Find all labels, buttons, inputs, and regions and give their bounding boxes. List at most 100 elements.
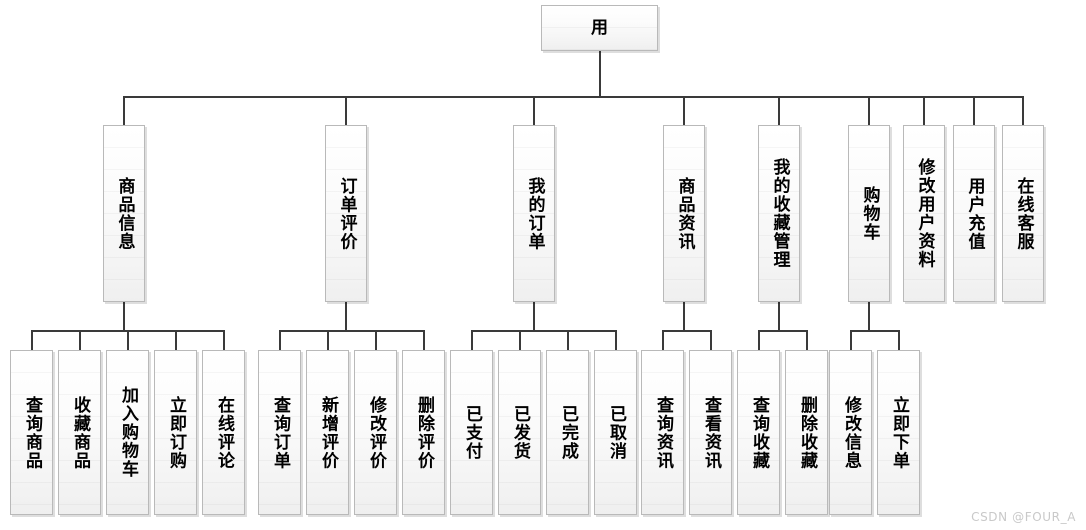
level2-node-2[interactable]: 我的订单	[513, 125, 555, 302]
connector-vertical	[599, 51, 601, 96]
connector-vertical	[327, 330, 329, 350]
connector-vertical	[778, 96, 780, 125]
level3-node-2[interactable]: 加入购物车	[106, 350, 149, 515]
connector-vertical	[615, 330, 617, 350]
connector-vertical	[973, 96, 975, 125]
connector-vertical	[127, 330, 129, 350]
connector-vertical	[868, 302, 870, 330]
node-label: 已完成	[558, 404, 578, 461]
level2-node-7[interactable]: 用户充值	[953, 125, 995, 302]
connector-vertical	[79, 330, 81, 350]
node-label: 我的订单	[524, 176, 545, 251]
node-label: 订单评价	[336, 176, 357, 251]
connector-vertical	[898, 330, 900, 350]
connector-horizontal	[850, 330, 898, 332]
node-label: 在线客服	[1013, 176, 1034, 251]
node-label: 查询订单	[270, 395, 290, 470]
node-label: 已支付	[462, 404, 482, 461]
connector-vertical	[345, 96, 347, 125]
level2-node-3[interactable]: 商品资讯	[663, 125, 705, 302]
node-label: 修改信息	[841, 395, 861, 470]
node-label: 查询收藏	[749, 395, 769, 470]
connector-vertical	[683, 302, 685, 330]
level2-node-4[interactable]: 我的收藏管理	[758, 125, 800, 302]
level3-node-1[interactable]: 收藏商品	[58, 350, 101, 515]
connector-vertical	[123, 302, 125, 330]
node-label: 已取消	[606, 404, 626, 461]
node-label: 商品资讯	[674, 176, 695, 251]
level3-node-15[interactable]: 查询收藏	[737, 350, 780, 515]
node-label: 在线评论	[214, 395, 234, 470]
level2-node-6[interactable]: 修改用户资料	[903, 125, 945, 302]
connector-vertical	[868, 96, 870, 125]
level3-node-17[interactable]: 修改信息	[829, 350, 872, 515]
connector-vertical	[471, 330, 473, 350]
node-label: 用户充值	[964, 176, 985, 251]
connector-vertical	[423, 330, 425, 350]
node-label: 查看资讯	[701, 395, 721, 470]
connector-vertical	[31, 330, 33, 350]
level3-node-11[interactable]: 已完成	[546, 350, 589, 515]
watermark-label: CSDN @FOUR_A	[971, 510, 1076, 524]
connector-vertical	[533, 96, 535, 125]
root-node[interactable]: 用	[541, 5, 658, 51]
level3-node-4[interactable]: 在线评论	[202, 350, 245, 515]
level3-node-10[interactable]: 已发货	[498, 350, 541, 515]
connector-vertical	[279, 330, 281, 350]
node-label: 已发货	[510, 404, 530, 461]
node-label: 用	[591, 17, 608, 38]
connector-vertical	[175, 330, 177, 350]
node-label: 收藏商品	[70, 395, 90, 470]
connector-horizontal	[279, 330, 423, 332]
connector-vertical	[923, 96, 925, 125]
node-label: 修改用户资料	[914, 158, 935, 269]
connector-vertical	[778, 302, 780, 330]
node-label: 我的收藏管理	[769, 158, 790, 269]
node-label: 立即下单	[889, 395, 909, 470]
connector-horizontal	[758, 330, 806, 332]
connector-vertical	[567, 330, 569, 350]
connector-vertical	[123, 96, 125, 125]
connector-vertical	[223, 330, 225, 350]
connector-vertical	[1022, 96, 1024, 125]
level3-node-8[interactable]: 删除评价	[402, 350, 445, 515]
node-label: 查询商品	[22, 395, 42, 470]
level3-node-9[interactable]: 已支付	[450, 350, 493, 515]
level3-node-18[interactable]: 立即下单	[877, 350, 920, 515]
connector-vertical	[662, 330, 664, 350]
level2-node-5[interactable]: 购物车	[848, 125, 890, 302]
connector-vertical	[806, 330, 808, 350]
connector-vertical	[758, 330, 760, 350]
connector-vertical	[850, 330, 852, 350]
node-label: 立即订购	[166, 395, 186, 470]
connector-horizontal	[471, 330, 615, 332]
level3-node-16[interactable]: 删除收藏	[785, 350, 828, 515]
level3-node-14[interactable]: 查看资讯	[689, 350, 732, 515]
connector-vertical	[345, 302, 347, 330]
level2-node-8[interactable]: 在线客服	[1002, 125, 1044, 302]
level3-node-3[interactable]: 立即订购	[154, 350, 197, 515]
connector-vertical	[533, 302, 535, 330]
node-label: 查询资讯	[653, 395, 673, 470]
level3-node-5[interactable]: 查询订单	[258, 350, 301, 515]
node-label: 修改评价	[366, 395, 386, 470]
level3-node-12[interactable]: 已取消	[594, 350, 637, 515]
node-label: 购物车	[859, 185, 880, 242]
connector-vertical	[519, 330, 521, 350]
node-label: 商品信息	[114, 176, 135, 251]
level3-node-6[interactable]: 新增评价	[306, 350, 349, 515]
node-label: 新增评价	[318, 395, 338, 470]
node-label: 删除评价	[414, 395, 434, 470]
level2-node-0[interactable]: 商品信息	[103, 125, 145, 302]
level3-node-7[interactable]: 修改评价	[354, 350, 397, 515]
connector-horizontal	[124, 96, 1024, 98]
connector-horizontal	[662, 330, 710, 332]
connector-vertical	[375, 330, 377, 350]
level3-node-13[interactable]: 查询资讯	[641, 350, 684, 515]
level2-node-1[interactable]: 订单评价	[325, 125, 367, 302]
level3-node-0[interactable]: 查询商品	[10, 350, 53, 515]
connector-vertical	[683, 96, 685, 125]
node-label: 删除收藏	[797, 395, 817, 470]
connector-vertical	[710, 330, 712, 350]
